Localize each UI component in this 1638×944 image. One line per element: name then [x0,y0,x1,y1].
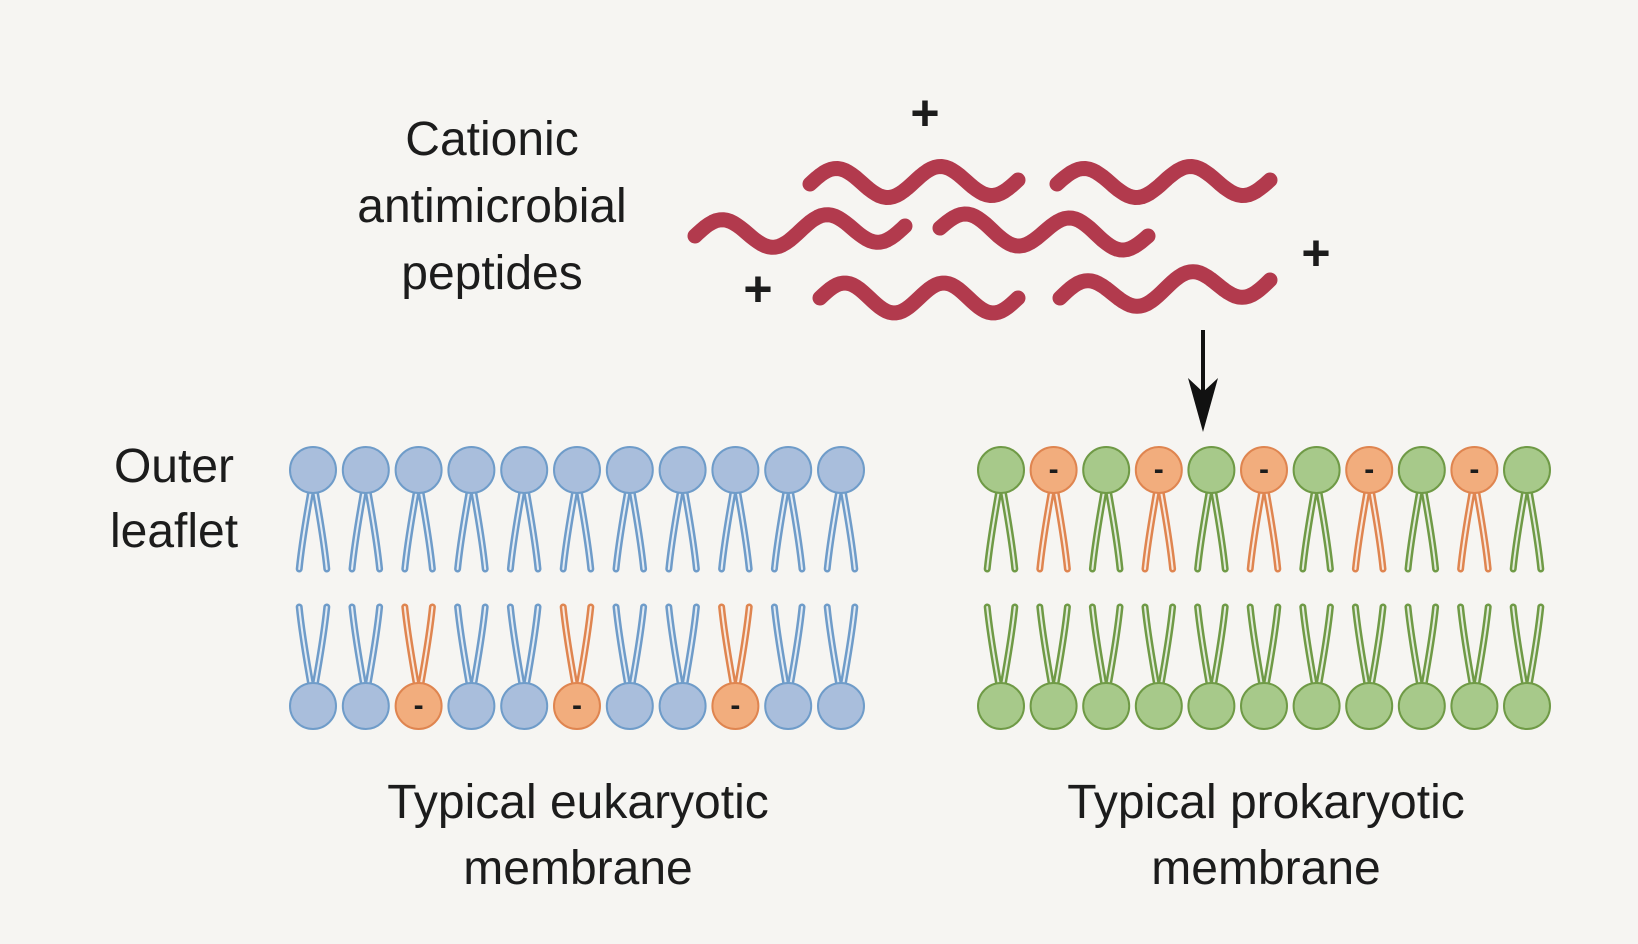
peptide-5 [812,275,1026,321]
eukaryotic-outer-lipid-6 [553,446,601,573]
down-arrow [1188,330,1218,432]
negative-charge-sign: - [730,689,740,722]
peptide-4 [932,206,1156,258]
peptide-3 [687,207,913,255]
eukaryotic-inner-lipid-10 [764,603,813,730]
peptide-group [687,159,1278,321]
prokaryotic-inner-lipid-3 [1082,603,1131,730]
peptide-1 [802,159,1026,205]
eukaryotic-inner-lipid-1 [289,603,337,730]
eukaryotic-membrane: --- [289,446,865,730]
eukaryotic-inner-lipid-6-anionic: - [553,603,601,730]
prokaryotic-outer-lipid-9 [1397,446,1446,573]
prokaryotic-outer-lipid-3 [1082,446,1131,573]
prokaryotic-inner-lipid-4 [1134,603,1183,730]
outer-leaflet-label-line-1: Outer [114,440,234,493]
eukaryotic-inner-lipid-3-anionic: - [394,603,443,730]
peptide-title-line-3: peptides [401,247,582,300]
negative-charge-sign: - [572,689,582,722]
eukaryotic-outer-lipid-9 [711,446,760,573]
plus-sign-left: + [743,261,772,317]
outer-leaflet-label-line-2: leaflet [110,505,238,558]
peptide-title-line-2: antimicrobial [357,180,626,233]
eukaryotic-outer-lipid-2 [341,446,390,573]
eukaryotic-outer-lipid-8 [658,446,707,573]
eukaryotic-inner-lipid-5 [500,603,549,730]
negative-charge-sign: - [1259,453,1269,486]
eukaryotic-label: Typical eukaryotic membrane [387,776,769,895]
eukaryotic-outer-lipid-11 [817,446,865,573]
prokaryotic-outer-lipid-7 [1292,446,1341,573]
eukaryotic-inner-lipid-4 [447,603,496,730]
down-arrow-head [1188,378,1218,432]
prokaryotic-outer-lipid-4-anionic: - [1134,446,1183,573]
prokaryotic-membrane: ----- [977,446,1551,730]
negative-charge-sign: - [1154,453,1164,486]
eukaryotic-outer-lipid-5 [500,446,549,573]
prokaryotic-inner-lipid-9 [1397,603,1446,730]
negative-charge-sign: - [1469,453,1479,486]
prokaryotic-label: Typical prokaryotic membrane [1067,776,1464,895]
prokaryotic-inner-lipid-10 [1450,603,1499,730]
prokaryotic-label-line-1: Typical prokaryotic [1067,776,1464,829]
prokaryotic-outer-lipid-5 [1187,446,1236,573]
outer-leaflet-label: Outer leaflet [110,440,238,558]
prokaryotic-label-line-2: membrane [1151,842,1380,895]
eukaryotic-inner-lipid-11 [817,603,865,730]
prokaryotic-inner-lipid-6 [1240,603,1288,730]
prokaryotic-inner-lipid-8 [1345,603,1394,730]
prokaryotic-outer-lipid-1 [977,446,1025,573]
eukaryotic-inner-lipid-8 [658,603,707,730]
peptide-2 [1049,159,1278,205]
prokaryotic-inner-lipid-1 [977,603,1025,730]
eukaryotic-outer-lipid-4 [447,446,496,573]
plus-sign-top: + [910,85,939,141]
prokaryotic-inner-lipid-11 [1503,603,1551,730]
eukaryotic-outer-lipid-7 [605,446,654,573]
prokaryotic-outer-lipid-6-anionic: - [1240,446,1288,573]
prokaryotic-inner-lipid-5 [1187,603,1236,730]
prokaryotic-outer-lipid-2-anionic: - [1029,446,1078,573]
prokaryotic-inner-lipid-7 [1292,603,1341,730]
eukaryotic-inner-lipid-7 [605,603,654,730]
negative-charge-sign: - [1049,453,1059,486]
eukaryotic-label-line-1: Typical eukaryotic [387,776,769,829]
peptide-6 [1052,264,1278,314]
eukaryotic-outer-lipid-3 [394,446,443,573]
negative-charge-sign: - [414,689,424,722]
peptide-title-line-1: Cationic [405,113,578,166]
prokaryotic-outer-lipid-10-anionic: - [1450,446,1499,573]
prokaryotic-outer-lipid-8-anionic: - [1345,446,1394,573]
peptide-title: Cationic antimicrobial peptides [357,113,626,300]
eukaryotic-label-line-2: membrane [463,842,692,895]
eukaryotic-inner-lipid-9-anionic: - [711,603,760,730]
plus-sign-right: + [1301,225,1330,281]
prokaryotic-outer-lipid-11 [1503,446,1551,573]
prokaryotic-inner-lipid-2 [1029,603,1078,730]
eukaryotic-inner-lipid-2 [341,603,390,730]
eukaryotic-outer-lipid-1 [289,446,337,573]
negative-charge-sign: - [1364,453,1374,486]
eukaryotic-outer-lipid-10 [764,446,813,573]
